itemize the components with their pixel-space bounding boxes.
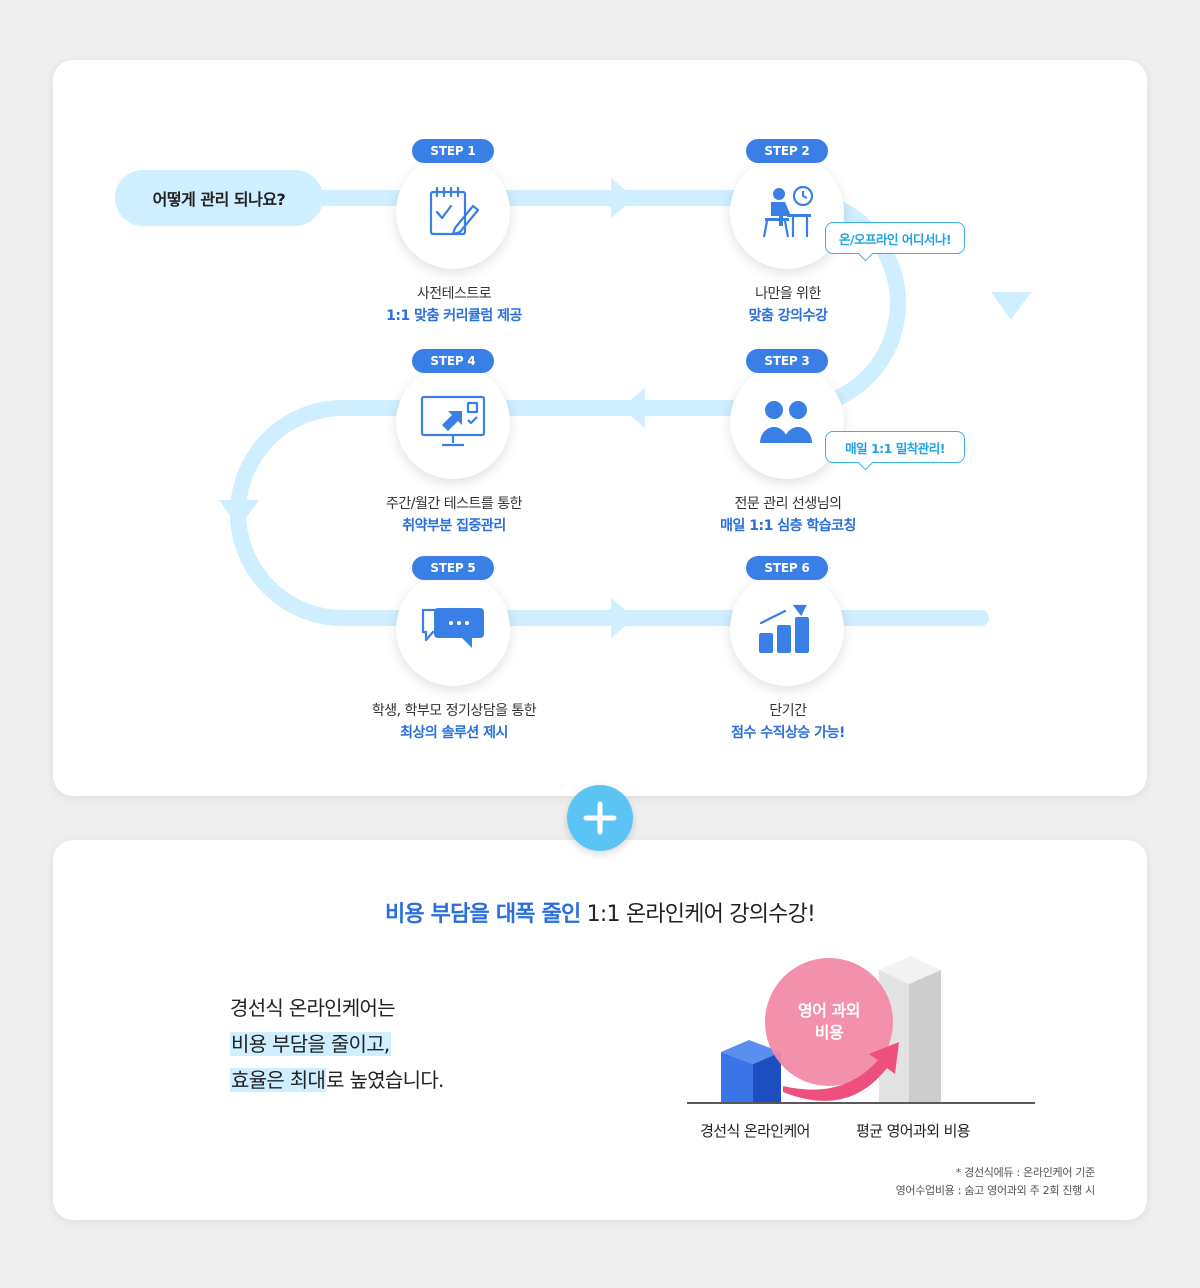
plus-icon [567, 785, 633, 851]
chat-bubbles-icon [421, 608, 484, 648]
step-icon-circle [396, 365, 510, 479]
step-desc: 주간/월간 테스트를 통한 [386, 496, 522, 512]
arrow-down-icon [991, 292, 1031, 320]
step-highlight: 맞춤 강의수강 [748, 308, 828, 324]
step-highlight: 매일 1:1 심층 학습코칭 [720, 518, 856, 534]
arrow-right-icon [611, 598, 635, 638]
desc-line-2: 비용 부담을 줄이고, [230, 1032, 391, 1056]
tutoring-cost-ball [765, 958, 893, 1086]
step-desc: 나만을 위한 [755, 286, 821, 302]
online-care-bar [721, 1040, 781, 1102]
arrow-down-icon [219, 500, 259, 528]
step-badge: STEP 6 [746, 556, 828, 580]
bar-chart-up-icon [759, 604, 809, 653]
step-highlight: 1:1 맞춤 커리큘럼 제공 [386, 308, 522, 324]
step-badge: STEP 5 [412, 556, 494, 580]
cost-comparison-chart [687, 956, 1035, 1104]
step-desc: 학생, 학부모 정기상담을 통한 [371, 703, 537, 719]
step-icon-circle [396, 572, 510, 686]
step-icon-circle [730, 365, 844, 479]
notepad-pencil-icon [429, 186, 480, 236]
step-desc: 전문 관리 선생님의 [734, 496, 842, 512]
ball-label: 영어 과외 비용 [798, 1001, 860, 1042]
step-desc: 사전테스트로 [416, 286, 492, 302]
footnote-1: * 경선식에듀 : 온라인케어 기준 [955, 1166, 1096, 1179]
cost-description: 경선식 온라인케어는 비용 부담을 줄이고, 효율은 최대로 높였습니다. [230, 990, 444, 1098]
student-desk-clock-icon [762, 185, 814, 238]
speech-bubble-anywhere: 온/오프라인 어디서나! [825, 222, 965, 262]
arrow-left-icon [621, 388, 645, 428]
monitor-arrow-icon [420, 395, 486, 447]
step-badge: STEP 3 [746, 349, 828, 373]
process-card: 어떻게 관리 되나요? STEP 1 사전테스트로 1:1 맞춤 커리큘럼 제공… [53, 60, 1147, 796]
step-highlight: 최상의 솔루션 제시 [400, 725, 508, 741]
bar-label-online: 경선식 온라인케어 [700, 1122, 810, 1140]
arrow-right-icon [611, 178, 635, 218]
step-badge: STEP 4 [412, 349, 494, 373]
step-badge: STEP 1 [412, 139, 494, 163]
desc-line-3: 효율은 최대로 높였습니다. [230, 1068, 444, 1092]
step-highlight: 취약부분 집중관리 [402, 518, 506, 534]
step-icon-circle [730, 155, 844, 269]
speech-bubble-daily: 매일 1:1 밀착관리! [825, 431, 965, 471]
step-icon-circle [396, 155, 510, 269]
cost-headline: 비용 부담을 대폭 줄인 1:1 온라인케어 강의수강! [384, 902, 816, 927]
step-badge: STEP 2 [746, 139, 828, 163]
step-desc: 단기간 [769, 703, 807, 719]
step-icon-circle [730, 572, 844, 686]
two-people-icon [760, 401, 812, 443]
desc-line-1: 경선식 온라인케어는 [230, 996, 396, 1020]
cost-card: 비용 부담을 대폭 줄인 1:1 온라인케어 강의수강! 경선식 온라인케어는 … [53, 840, 1147, 1220]
bar-label-average: 평균 영어과외 비용 [856, 1122, 971, 1140]
step-highlight: 점수 수직상승 가능! [731, 725, 845, 741]
question-pill: 어떻게 관리 되나요? [115, 170, 323, 226]
curve-arrow-icon [783, 1042, 899, 1101]
footnote-2: 영어수업비용 : 숨고 영어과외 주 2회 진행 시 [895, 1184, 1096, 1197]
